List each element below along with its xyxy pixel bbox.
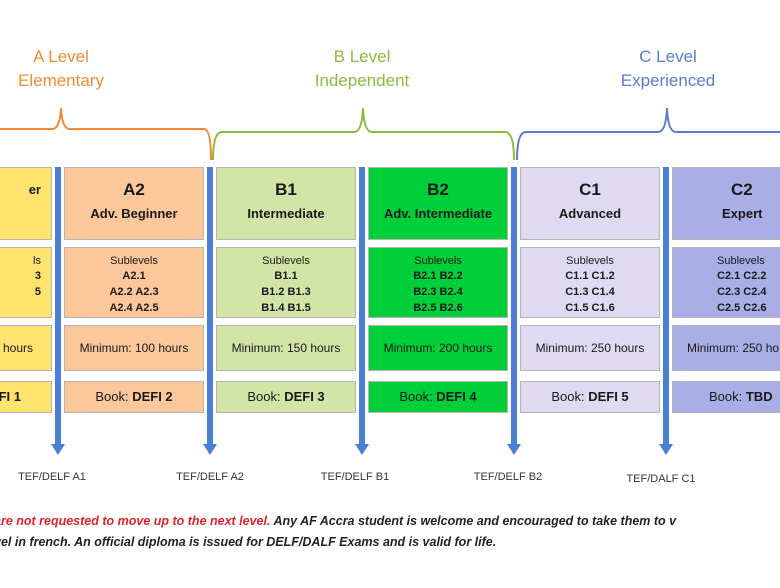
group-b-brace [212, 107, 515, 161]
level-c1-book: Book: DEFI 5 [520, 381, 660, 413]
arrow-a2-shaft [207, 167, 213, 445]
level-a2-book: Book: DEFI 2 [64, 381, 204, 413]
level-c1-header: C1 Advanced [520, 167, 660, 240]
arrow-c1-shaft [663, 167, 669, 445]
footnote-line-2: vel in french. An official diploma is is… [0, 535, 497, 549]
level-b2-sublevels: Sublevels B2.1 B2.2 B2.3 B2.4 B2.5 B2.6 [368, 247, 508, 318]
footnote-line-1: are not requested to move up to the next… [0, 514, 677, 528]
level-b1-minimum: Minimum: 150 hours [216, 325, 356, 371]
level-a1-book: FI 1 [0, 381, 52, 413]
level-c2-sublevels: Sublevels C2.1 C2.2 C2.3 C2.4 C2.5 C2.6 [672, 247, 780, 318]
arrow-a1-shaft [55, 167, 61, 445]
level-b2-minimum: Minimum: 200 hours [368, 325, 508, 371]
level-a2-sublevels: Sublevels A2.1 A2.2 A2.3 A2.4 A2.5 [64, 247, 204, 318]
level-c1-minimum: Minimum: 250 hours [520, 325, 660, 371]
footnote: are not requested to move up to the next… [0, 511, 780, 553]
arrow-c1-head [659, 444, 673, 455]
level-c2-header: C2 Expert [672, 167, 780, 240]
arrow-b1-head [355, 444, 369, 455]
arrow-b2-head [507, 444, 521, 455]
arrow-a2-head [203, 444, 217, 455]
arrow-b1-shaft [359, 167, 365, 445]
group-c-title: C Level Experienced [620, 47, 716, 90]
exam-label-b2: TEF/DELF B2 [473, 471, 543, 483]
level-a1-sublevels: ls 3 5 [0, 247, 52, 318]
level-a1-header: er [0, 167, 52, 240]
level-a2-minimum: Minimum: 100 hours [64, 325, 204, 371]
exam-label-c1: TEF/DALF C1 [626, 473, 696, 485]
arrow-b2-shaft [511, 167, 517, 445]
level-a2-header: A2 Adv. Beginner [64, 167, 204, 240]
group-a-title: A Level Elementary [18, 47, 104, 90]
exam-label-a2: TEF/DELF A2 [176, 471, 244, 483]
arrow-a1-head [51, 444, 65, 455]
level-b1-sublevels: Sublevels B1.1 B1.2 B1.3 B1.4 B1.5 [216, 247, 356, 318]
level-c1-sublevels: Sublevels C1.1 C1.2 C1.3 C1.4 C1.5 C1.6 [520, 247, 660, 318]
exam-label-a1: TEF/DELF A1 [18, 471, 86, 483]
level-b1-book: Book: DEFI 3 [216, 381, 356, 413]
level-c2-minimum: Minimum: 250 ho [672, 325, 780, 371]
group-b-title: B Level Independent [314, 47, 410, 90]
level-b1-header: B1 Intermediate [216, 167, 356, 240]
level-b2-header: B2 Adv. Intermediate [368, 167, 508, 240]
level-c2-book: Book: TBD [672, 381, 780, 413]
exam-label-b1: TEF/DELF B1 [320, 471, 390, 483]
level-a1-minimum: 0 hours [0, 325, 52, 371]
group-c-brace [516, 107, 780, 161]
level-b2-book: Book: DEFI 4 [368, 381, 508, 413]
